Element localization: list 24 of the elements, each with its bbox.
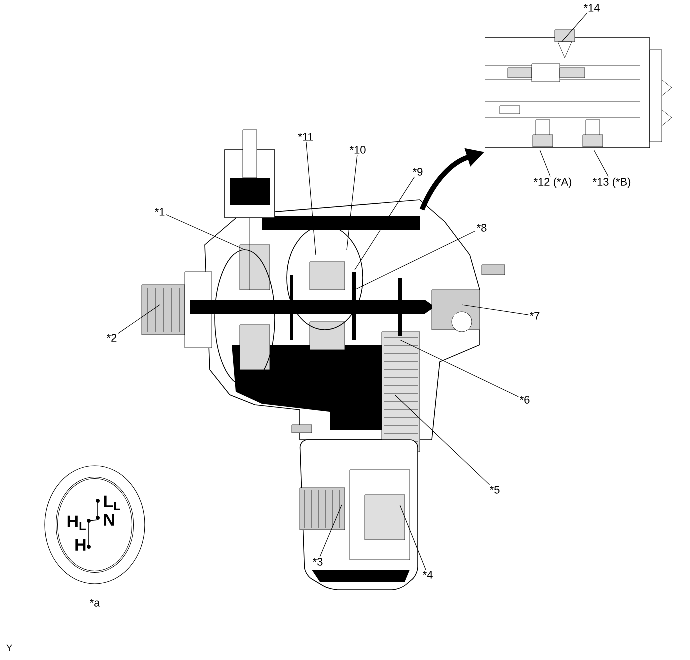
leader-line [306, 142, 316, 256]
leader-line [562, 12, 588, 42]
leader-line [166, 214, 246, 250]
leader-line [118, 304, 160, 334]
callout-number: *7 [530, 312, 540, 320]
leader-line [354, 230, 476, 290]
leader-line [346, 154, 358, 250]
leader-line [594, 150, 609, 177]
valve-body-drawing [484, 30, 672, 148]
transfer-case-drawing [142, 130, 506, 590]
callout-number: *2 [106, 334, 117, 342]
callout-number: *14 [584, 4, 600, 12]
shift-pattern-plate: L$_{L}$ H$_{L}$ N H [44, 466, 146, 584]
leader-line [540, 150, 551, 177]
leader-line [354, 176, 416, 270]
callout-number: *12 (*A) [534, 178, 572, 188]
callout-number: *6 [520, 396, 530, 404]
leader-line [400, 340, 519, 398]
figure-code: Y [6, 644, 12, 652]
callout-letter: *a [90, 599, 100, 607]
leader-line [400, 504, 426, 570]
leader-line [394, 394, 490, 486]
leader-line [462, 304, 529, 316]
callout-number: *13 (*B) [592, 178, 631, 188]
